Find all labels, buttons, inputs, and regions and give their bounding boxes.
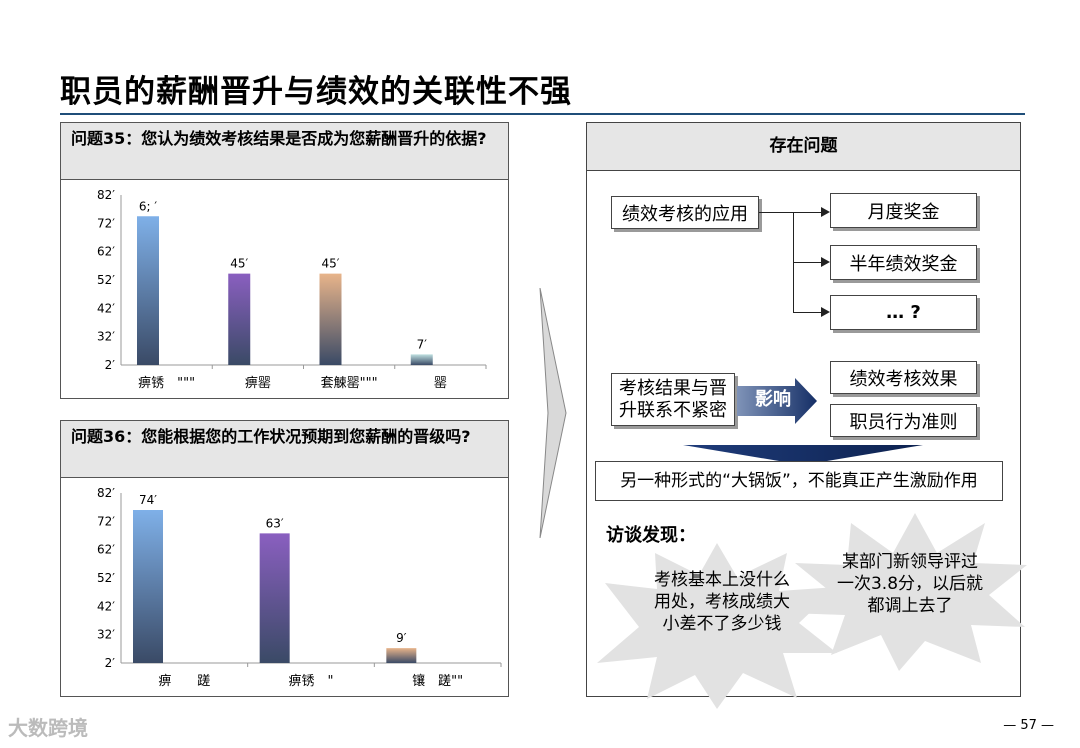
bar <box>133 510 163 663</box>
y-tick-label: 72′ <box>97 216 115 230</box>
bar <box>386 648 417 663</box>
bar <box>319 273 342 365</box>
y-tick-label: 2′ <box>105 656 116 670</box>
y-tick-label: 72′ <box>97 514 115 528</box>
connector-line <box>759 212 821 213</box>
page-number: — 57 — <box>1003 718 1054 733</box>
y-tick-label: 2′ <box>105 358 116 372</box>
more-box: … ? <box>830 295 977 330</box>
y-tick-label: 42′ <box>97 599 115 613</box>
q36-bar-chart: 82′ 72′ 62′ 52′ 42′ 32′ 2′ 74′ 痹 蹉 63′ 痹锈 " 9′ 镶 蹉"" <box>97 486 502 689</box>
y-tick-label: 82′ <box>97 188 115 202</box>
q35-question: 问题35：您认为绩效考核结果是否成为您薪酬晋升的依据? <box>61 123 508 180</box>
conclusion-box: 另一种形式的“大锅饭”，不能真正产生激励作用 <box>595 461 1003 501</box>
cause-box: 考核结果与晋升联系不紧密 <box>611 373 735 426</box>
chevron-separator-icon <box>539 288 567 538</box>
category-label: 痹锈 " <box>289 673 334 689</box>
page-title: 职员的薪酬晋升与绩效的关联性不强 <box>60 74 572 110</box>
y-tick-label: 62′ <box>97 543 115 557</box>
bar <box>410 354 433 365</box>
apply-box: 绩效考核的应用 <box>611 196 759 229</box>
title-divider <box>60 113 1025 115</box>
quote-1: 考核基本上没什么用处，考核成绩大小差不了多少钱 <box>654 570 790 634</box>
q36-question: 问题36：您能根据您的工作状况预期到您薪酬的晋级吗? <box>61 421 508 478</box>
bar-data-label: 7′ <box>417 337 428 351</box>
q36-panel: 问题36：您能根据您的工作状况预期到您薪酬的晋级吗? 82′ 72′ 62′ 52′ 4… <box>60 420 509 697</box>
q35-bar-chart: 82′ 72′ 62′ 52′ 42′ 32′ 2′ 6; ′ 痹锈 """ 45′ 痹罂 45′ 套觫… <box>97 188 487 391</box>
bar <box>259 533 290 663</box>
y-tick-label: 32′ <box>97 628 115 642</box>
category-label: 痹罂 <box>245 375 271 391</box>
problem-header: 存在问题 <box>587 123 1020 171</box>
halfyear-bonus-box: 半年绩效奖金 <box>830 245 977 280</box>
category-label: 罂 <box>434 376 447 391</box>
starburst-shape <box>597 543 837 709</box>
arrow-right-icon <box>821 257 830 267</box>
impact-arrow-icon <box>737 378 817 424</box>
y-tick-label: 32′ <box>97 330 115 344</box>
bar-data-label: 45′ <box>322 257 340 271</box>
down-arrow-icon <box>683 445 923 465</box>
arrow-right-icon <box>821 207 830 217</box>
y-tick-label: 52′ <box>97 571 115 585</box>
problem-panel: 存在问题 绩效考核的应用 月度奖金 半年绩效奖金 … ? 考核结果与晋升联系不紧… <box>586 122 1027 709</box>
y-tick-label: 42′ <box>97 301 115 315</box>
q35-panel: 问题35：您认为绩效考核结果是否成为您薪酬晋升的依据? 82′ 72′ 62′ 52′… <box>60 122 509 399</box>
monthly-bonus-box: 月度奖金 <box>830 193 977 228</box>
starburst-shape <box>787 513 1027 671</box>
impact-label: 影响 <box>755 389 791 410</box>
category-label: 痹锈 """ <box>138 375 195 391</box>
arrow-right-icon <box>821 307 830 317</box>
connector-line <box>793 262 821 263</box>
brand-logo: 大数跨境 <box>8 716 88 740</box>
category-label: 痹 蹉 <box>158 673 210 689</box>
y-tick-label: 62′ <box>97 245 115 259</box>
bar-data-label: 63′ <box>266 516 284 530</box>
y-tick-label: 82′ <box>97 486 115 500</box>
bar <box>228 273 251 365</box>
y-tick-label: 52′ <box>97 273 115 287</box>
bar <box>137 216 159 365</box>
connector-line <box>793 312 821 313</box>
effect-box-1: 绩效考核效果 <box>830 361 977 394</box>
category-label: 套觫罂""" <box>321 375 378 391</box>
bar-data-label: 45′ <box>230 257 248 271</box>
quote-2: 某部门新领导评过一次3.8分，以后就都调上去了 <box>836 552 984 616</box>
effect-box-2: 职员行为准则 <box>830 404 977 437</box>
bar-data-label: 74′ <box>139 493 157 507</box>
bar-data-label: 9′ <box>396 631 407 645</box>
bar-data-label: 6; ′ <box>139 199 157 213</box>
interview-label: 访谈发现： <box>606 525 696 546</box>
category-label: 镶 蹉"" <box>412 673 463 689</box>
